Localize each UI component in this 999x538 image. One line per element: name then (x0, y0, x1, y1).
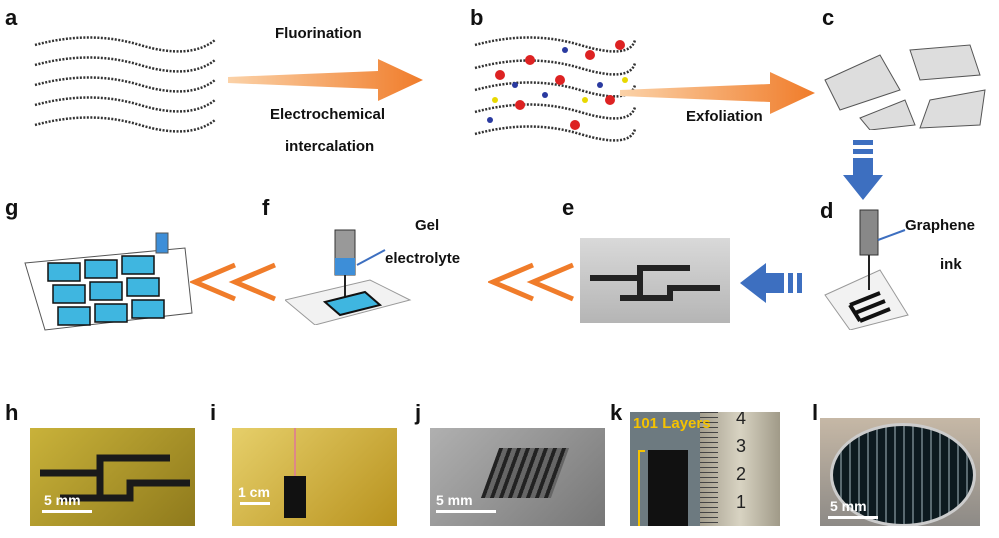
layers-label: 101 Layers (633, 415, 711, 432)
graphene-text: Graphene (905, 217, 976, 234)
graphene-flakes-illustration (824, 44, 986, 130)
panel-label-j: j (415, 400, 422, 425)
photo-j: 5 mm (430, 428, 605, 526)
electrochemical-text: Electrochemical (270, 106, 386, 123)
panel-label-c: c (822, 5, 835, 30)
fluorination-arrow (228, 59, 423, 101)
lattice-object (480, 448, 570, 498)
ink-printing-illustration (824, 209, 909, 330)
intercalation-text: intercalation (285, 138, 375, 155)
nozzle (294, 428, 296, 476)
fluorination-text: Fluorination (275, 25, 362, 42)
panel-label-e: e (562, 195, 575, 220)
photo-l: 5 mm (820, 418, 980, 526)
panel-label-k: k (610, 400, 623, 425)
printed-object (284, 476, 306, 518)
photo-i: 1 cm (232, 428, 397, 526)
panel-label-f: f (262, 195, 270, 220)
photo-h: 5 mm (30, 428, 195, 526)
panel-label-l: l (812, 400, 819, 425)
scale-bar-i (240, 502, 270, 505)
chevron-arrow-f (488, 262, 574, 302)
supercapacitor-array-illustration (24, 232, 193, 331)
photo-k: 1 2 3 4 101 Layers (630, 412, 780, 526)
lattice-disk (830, 423, 976, 526)
scale-label-j: 5 mm (436, 492, 473, 508)
scale-bar-h (42, 510, 92, 513)
exfoliation-text: Exfoliation (686, 108, 763, 125)
scale-label-h: 5 mm (44, 492, 81, 508)
panel-label-a: a (5, 5, 18, 30)
panel-label-g: g (5, 195, 19, 220)
ruler-tick-2: 2 (736, 464, 747, 484)
ruler-tick-4: 4 (736, 412, 747, 428)
brace (638, 450, 645, 526)
panel-label-i: i (210, 400, 217, 425)
stacked-object (648, 450, 688, 526)
electrolyte-text: electrolyte (385, 250, 461, 267)
chevron-arrow-g (190, 262, 276, 302)
panel-label-b: b (470, 5, 484, 30)
exfoliation-arrow (620, 72, 815, 114)
gel-text: Gel (415, 217, 440, 234)
down-arrow (843, 140, 883, 200)
gel-printing-illustration (285, 229, 412, 325)
ruler: 1 2 3 4 (700, 412, 780, 526)
left-arrow (740, 263, 802, 303)
printed-electrode-photo (580, 238, 730, 323)
ruler-tick-3: 3 (736, 436, 747, 456)
panel-label-d: d (820, 198, 834, 223)
graphite-layers-illustration (34, 36, 216, 133)
intercalated-graphite-illustration (474, 36, 637, 142)
ruler-tick-1: 1 (736, 492, 747, 512)
ink-text: ink (940, 256, 962, 273)
scale-bar-j (436, 510, 496, 513)
scale-label-l: 5 mm (830, 498, 867, 514)
panel-label-h: h (5, 400, 19, 425)
scale-bar-l (828, 516, 878, 519)
scale-label-i: 1 cm (238, 484, 270, 500)
